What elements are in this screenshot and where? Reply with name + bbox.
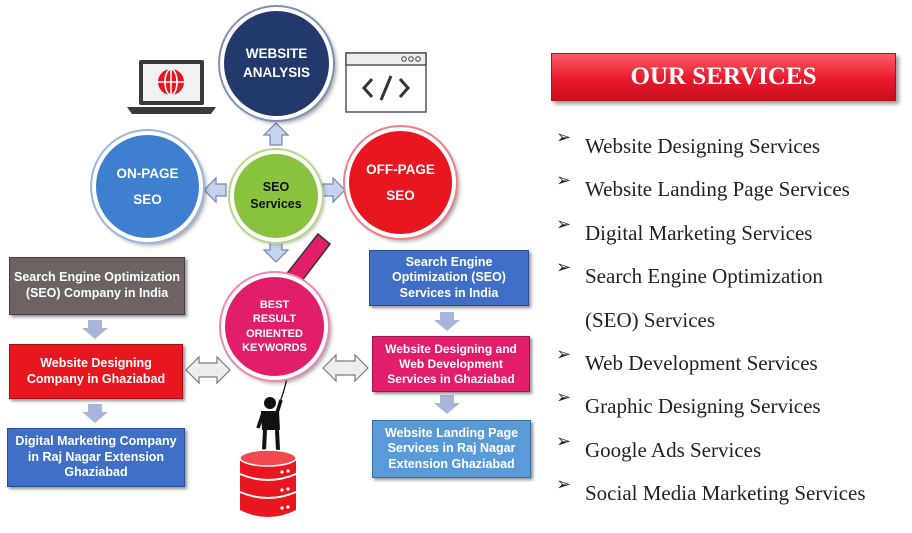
code-window-icon	[345, 52, 427, 113]
web-development-services-label: Website Designing and Web Development Se…	[385, 341, 517, 386]
service-item: ➢Website Designing Services	[556, 127, 821, 158]
keywords-label: BEST RESULT ORIENTED KEYWORDS	[242, 298, 307, 354]
database-icon	[239, 449, 297, 517]
landing-page-services-label: Website Landing Page Services in Raj Nag…	[384, 425, 519, 471]
off-page-label-2: SEO	[386, 187, 415, 203]
arrow-bullet-icon: ➢	[556, 387, 572, 408]
arrow-bullet-icon: ➢	[556, 474, 572, 495]
digital-marketing-company-label: Digital Marketing Company in Raj Nagar E…	[15, 434, 177, 480]
landing-page-services-box: Website Landing Page Services in Raj Nag…	[372, 420, 531, 478]
on-page-label-2: SEO	[133, 191, 162, 207]
diagram-graphics	[82, 52, 460, 517]
service-item: ➢Web Development Services	[556, 343, 818, 375]
off-page-seo-circle: OFF-PAGE SEO	[345, 127, 456, 238]
our-services-title-text: OUR SERVICES	[630, 63, 817, 90]
seo-services-india-label: Search Engine Optimization (SEO) Service…	[392, 254, 506, 300]
website-analysis-circle: WEBSITE ANALYSIS	[220, 7, 333, 120]
seo-services-india-box: Search Engine Optimization (SEO) Service…	[369, 250, 529, 306]
arrow-bullet-icon: ➢	[556, 213, 572, 234]
down-arrows	[82, 312, 460, 423]
on-page-label-1: ON-PAGE	[116, 165, 179, 181]
laptop-globe-icon	[127, 60, 216, 114]
seo-services-label-2: Services	[250, 197, 302, 211]
our-services-title: OUR SERVICES	[551, 53, 896, 101]
services-list: ➢Website Designing Services ➢Website Lan…	[556, 125, 912, 516]
seo-company-india-box: Search Engine Optimization (SEO) Company…	[9, 257, 185, 315]
service-item: ➢Search Engine Optimization (SEO) Servic…	[556, 257, 823, 332]
double-arrows	[185, 353, 369, 385]
off-page-label-1: OFF-PAGE	[366, 161, 435, 177]
service-item: ➢Social Media Marketing Services	[556, 474, 866, 506]
keywords-circle: BEST RESULT ORIENTED KEYWORDS	[221, 273, 328, 380]
arrow-bullet-icon: ➢	[556, 170, 572, 191]
flow-arrows	[203, 122, 346, 263]
seo-company-india-label: Search Engine Optimization (SEO) Company…	[14, 270, 180, 300]
website-analysis-label: WEBSITE ANALYSIS	[242, 46, 311, 80]
service-item: ➢Google Ads Services	[556, 430, 762, 462]
service-item: ➢Graphic Designing Services	[556, 387, 821, 419]
arrow-bullet-icon: ➢	[556, 127, 572, 147]
seo-services-circle: SEO Services	[230, 150, 322, 242]
service-item: ➢Website Landing Page Services	[556, 170, 850, 202]
website-designing-company-box: Website Designing Company in Ghaziabad	[9, 344, 183, 399]
digital-marketing-company-box: Digital Marketing Company in Raj Nagar E…	[7, 428, 185, 487]
arrow-bullet-icon: ➢	[556, 343, 572, 364]
arrow-bullet-icon: ➢	[556, 430, 572, 451]
seo-services-label-1: SEO	[262, 180, 290, 195]
service-item: ➢Digital Marketing Services	[556, 213, 813, 245]
website-designing-company-label: Website Designing Company in Ghaziabad	[26, 355, 166, 386]
arrow-bullet-icon: ➢	[556, 257, 572, 278]
on-page-seo-circle: ON-PAGE SEO	[92, 131, 203, 242]
web-development-services-box: Website Designing and Web Development Se…	[372, 336, 530, 392]
